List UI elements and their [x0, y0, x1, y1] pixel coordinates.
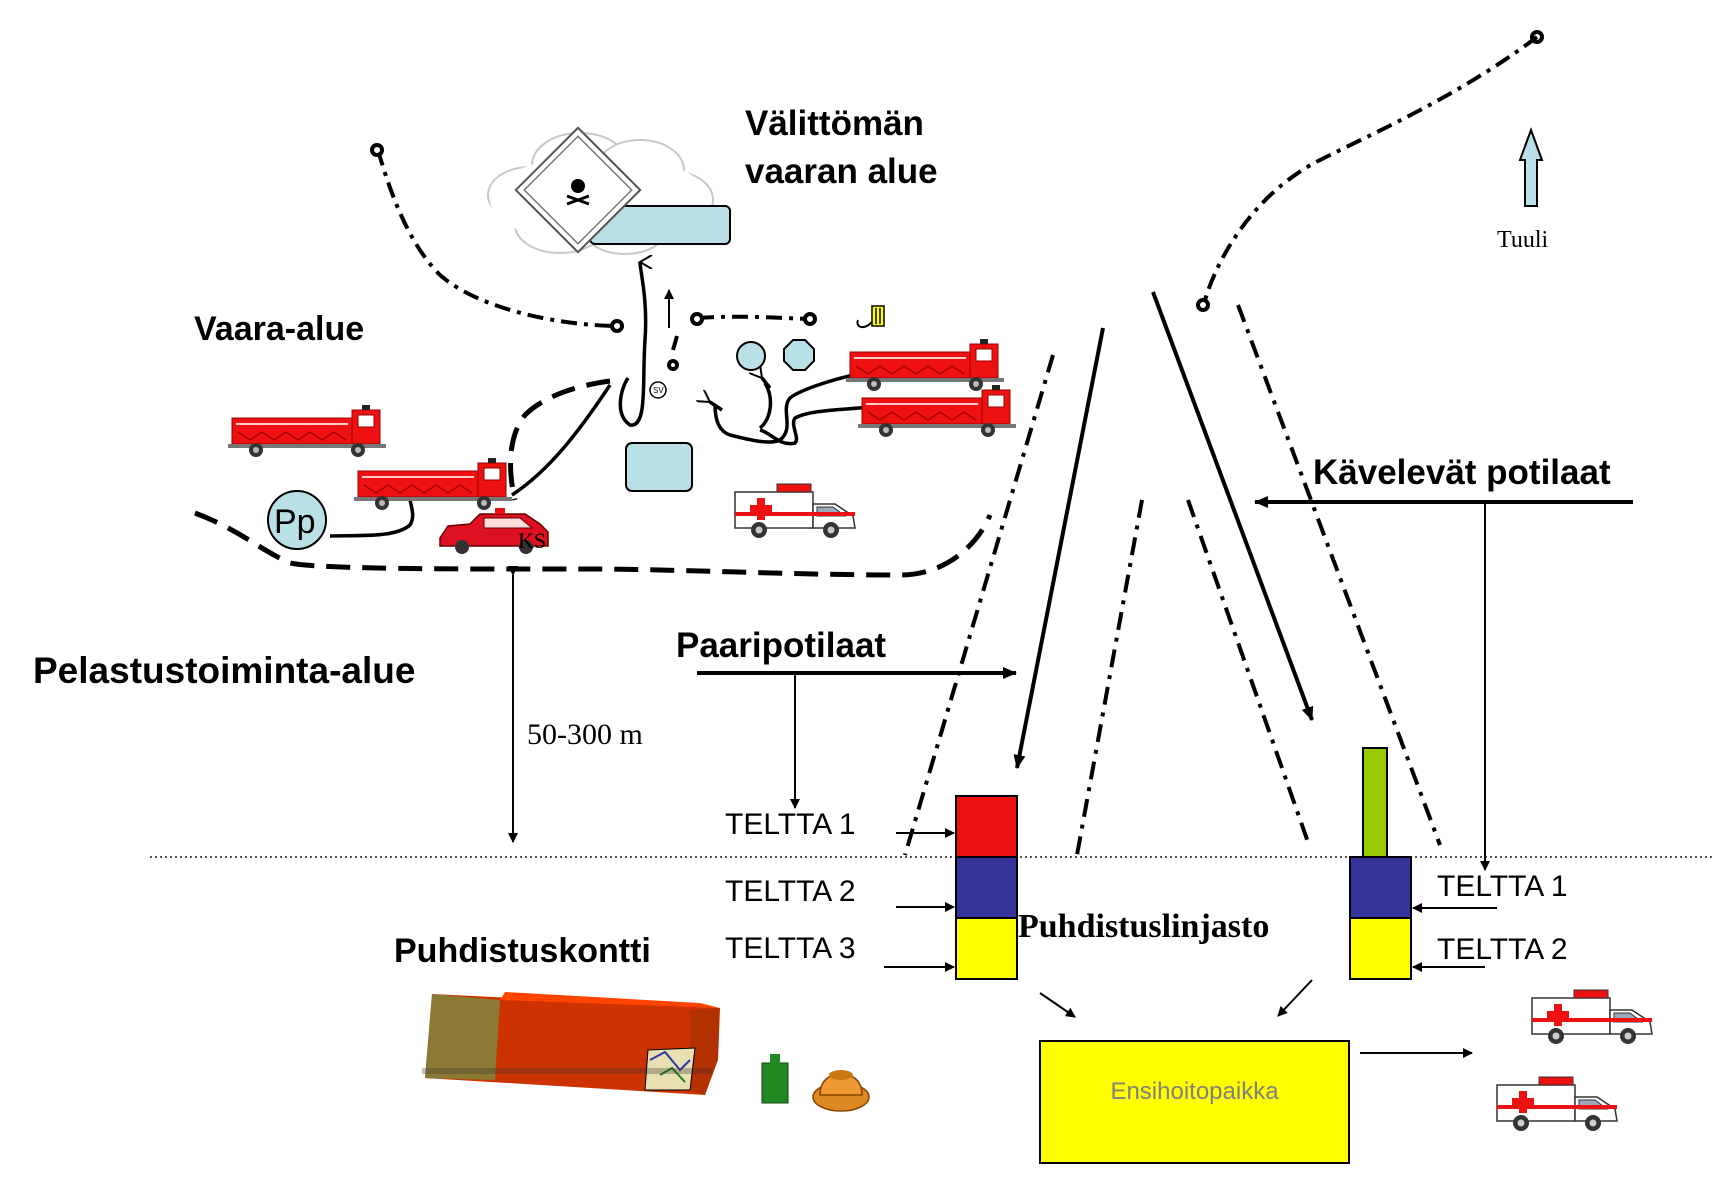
canister-icon	[761, 1054, 789, 1104]
to-first-aid-arrow-left	[1039, 992, 1076, 1018]
spill-pool-middle	[625, 442, 693, 492]
walking-path-line	[1151, 291, 1314, 721]
boundary-markers	[370, 30, 1544, 371]
tent-1-left	[955, 795, 1018, 858]
bell-icon	[812, 1070, 870, 1112]
tent-label-left-3: TELTTA 3	[725, 932, 856, 965]
fire-truck-icon	[353, 457, 513, 511]
stretcher-patients-label: Paaripotilaat	[676, 626, 887, 665]
immediate-danger-title-line1: Välittömän	[745, 104, 924, 143]
first-aid-box	[1039, 1040, 1350, 1164]
tent-label-left-1: TELTTA 1	[725, 808, 856, 841]
danger-zone-boundary	[194, 378, 993, 578]
rescue-zone-label: Pelastustoiminta-alue	[33, 650, 416, 691]
hazard-sign-icon	[514, 126, 642, 254]
fire-truck-icon	[227, 404, 387, 458]
ambulance-icon	[734, 483, 856, 539]
hose-arrow-left	[710, 402, 723, 412]
tent-2-left	[955, 856, 1018, 919]
tent-label-right-2: TELTTA 2	[1437, 933, 1568, 966]
valve-icon	[856, 305, 885, 328]
fire-truck-icon	[857, 384, 1017, 438]
wind-label: Tuuli	[1497, 227, 1549, 253]
danger-zone-label: Vaara-alue	[194, 310, 365, 348]
tent-green-right	[1362, 747, 1388, 858]
walking-patients-label: Kävelevät potilaat	[1313, 453, 1611, 492]
to-first-aid-arrow-right	[1277, 979, 1313, 1017]
pp-pump-circle	[267, 490, 327, 550]
container-icon	[422, 992, 720, 1095]
ambulance-icon	[1531, 989, 1653, 1045]
ambulance-icon	[1496, 1076, 1618, 1132]
sv-marker: SV	[649, 381, 667, 399]
water-source-octagon	[783, 339, 815, 371]
pp-label: Pp	[274, 503, 316, 541]
hose-lines	[329, 261, 871, 538]
decon-container-label: Puhdistuskontti	[394, 932, 651, 970]
first-aid-point-label: Ensihoitopaikka	[1110, 1078, 1279, 1105]
tent-label-left-2: TELTTA 2	[725, 875, 856, 908]
decon-line-label: Puhdistuslinjasto	[1018, 908, 1270, 945]
ks-label: KS	[518, 528, 547, 553]
tent-label-right-1: TELTTA 1	[1437, 870, 1568, 903]
svg-text:SV: SV	[653, 386, 664, 395]
tent-2-right	[1349, 917, 1412, 980]
command-car-icon	[439, 508, 549, 554]
hose-arrow-upleft	[762, 378, 772, 390]
tent-3-left	[955, 917, 1018, 980]
corridor-boundaries	[903, 304, 1442, 856]
wind-side-boundary	[1203, 35, 1539, 301]
wind-arrow-icon	[1518, 127, 1544, 207]
tent-1-right	[1349, 856, 1412, 919]
immediate-danger-boundary	[376, 149, 811, 351]
immediate-danger-title-line2: vaaran alue	[745, 152, 938, 191]
fire-truck-icon	[845, 338, 1005, 392]
stretcher-path-line	[1013, 327, 1105, 769]
distance-label: 50-300 m	[527, 718, 643, 751]
water-source-circle	[736, 341, 766, 371]
